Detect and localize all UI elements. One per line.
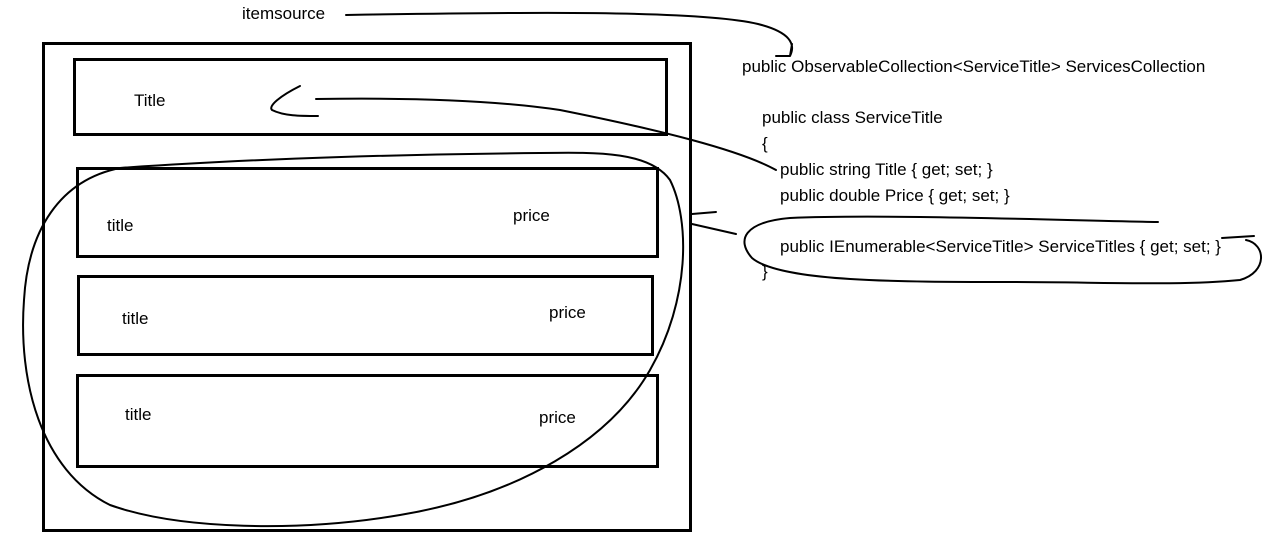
row-title: title bbox=[122, 309, 149, 328]
list-item: title price bbox=[76, 167, 659, 258]
title-property: public string Title { get; set; } bbox=[780, 160, 993, 179]
row-price: price bbox=[539, 408, 576, 427]
title-arrow-head bbox=[270, 85, 319, 117]
list-item: title price bbox=[77, 275, 654, 356]
connector-lower bbox=[691, 223, 737, 235]
header-title: Title bbox=[134, 91, 166, 110]
class-open-brace: { bbox=[762, 134, 768, 153]
header-box: Title bbox=[73, 58, 668, 136]
class-declaration: public class ServiceTitle bbox=[762, 108, 943, 127]
set-strike bbox=[1221, 235, 1255, 239]
row-title: title bbox=[107, 216, 134, 235]
servicetitles-enclosure bbox=[743, 215, 1262, 285]
list-item: title price bbox=[76, 374, 659, 468]
row-title: title bbox=[125, 405, 152, 424]
servicetitles-property: public IEnumerable<ServiceTitle> Service… bbox=[780, 237, 1221, 256]
class-close-brace: } bbox=[762, 262, 768, 281]
itemsource-label: itemsource bbox=[242, 4, 326, 23]
row-price: price bbox=[549, 303, 586, 322]
list-window-frame bbox=[42, 42, 692, 532]
collection-declaration: public ObservableCollection<ServiceTitle… bbox=[742, 57, 1206, 76]
row-price: price bbox=[513, 206, 550, 225]
rows-enclosure-loop bbox=[22, 151, 685, 528]
itemsource-arrow bbox=[345, 11, 794, 57]
connector-upper bbox=[691, 211, 717, 215]
title-binding-arrow bbox=[315, 97, 777, 171]
price-property: public double Price { get; set; } bbox=[780, 186, 1010, 205]
